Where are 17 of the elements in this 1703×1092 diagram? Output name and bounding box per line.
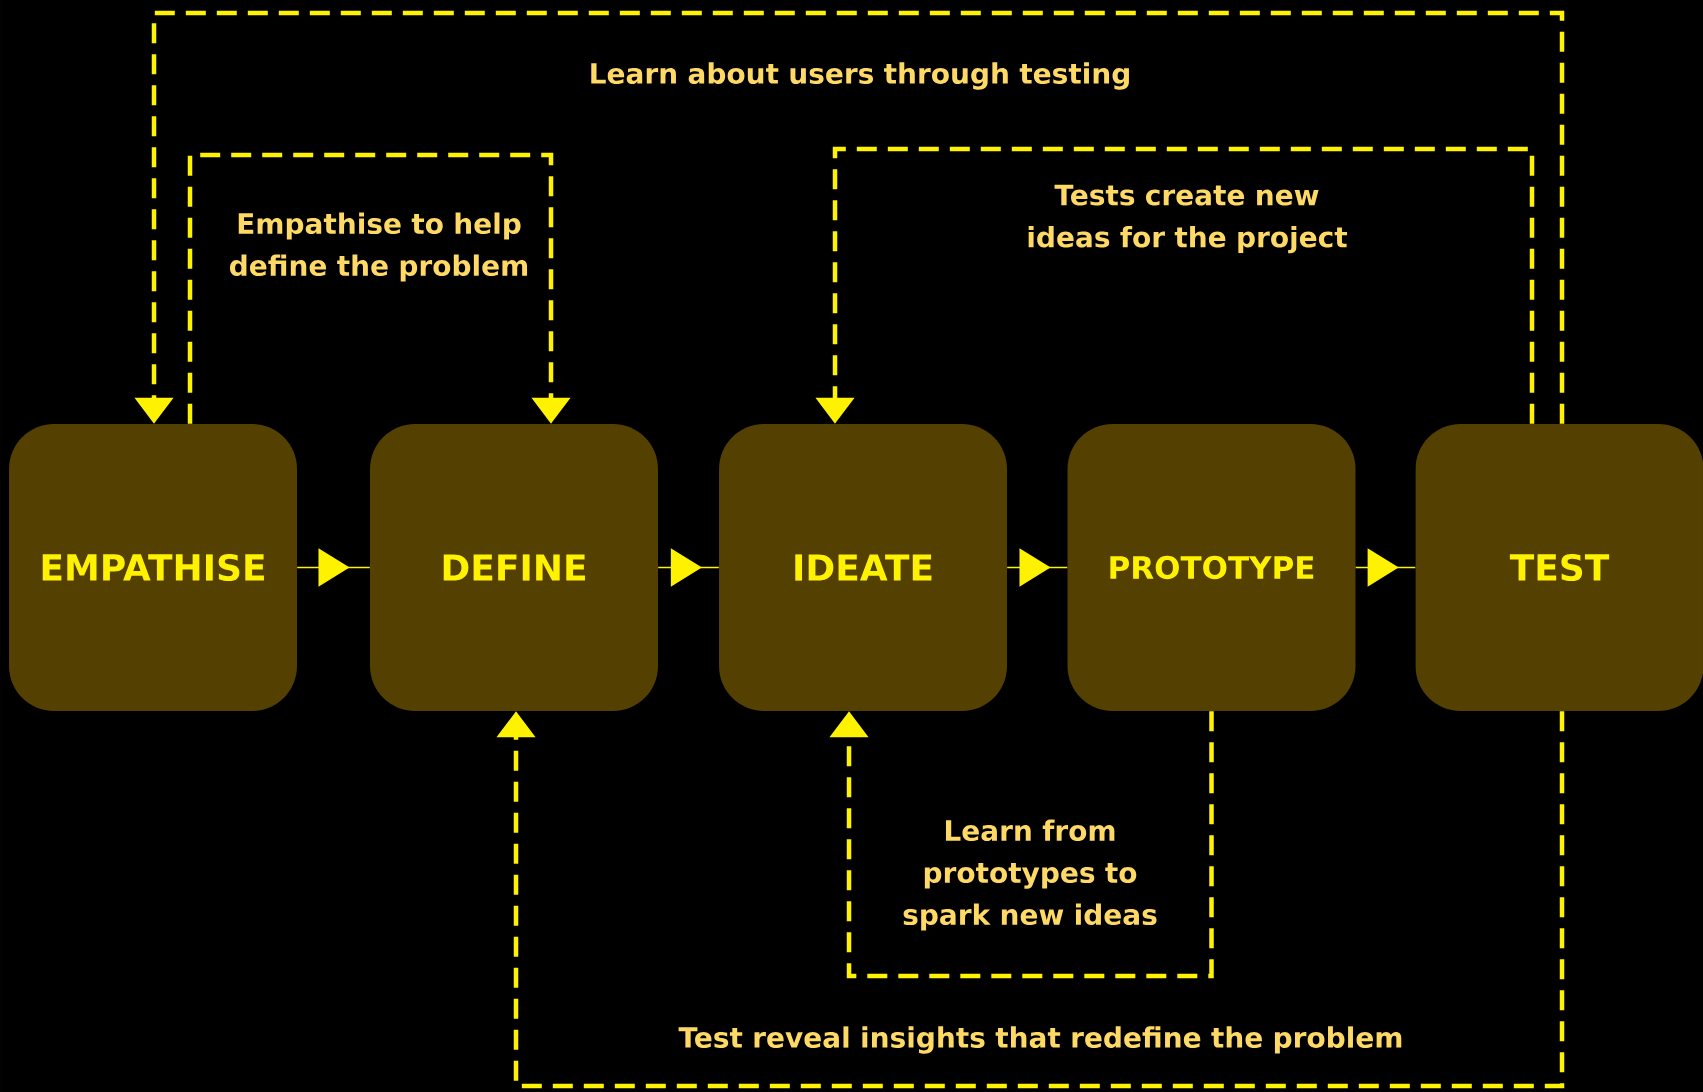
edge-label: Learn about users through testing [591,62,1129,90]
edge-label: Empathise to help define the problem [230,212,528,282]
arrow [657,548,720,587]
dashed-arrow [829,711,1214,979]
process-box: IDEATE [719,424,1007,711]
dashed-arrow [187,152,571,424]
arrow [296,548,371,587]
dashed-arrow [496,711,1565,1089]
arrow [1354,548,1417,587]
process-box: DEFINE [370,424,658,711]
arrow [1006,548,1069,587]
edge-label: Tests create new ideas for the project [1028,184,1347,254]
edge-label: Learn from prototypes to spark new ideas [903,819,1157,931]
edge-label: Test reveal insights that redefine the problem [678,1026,1402,1054]
process-box: PROTOTYPE [1067,424,1356,711]
process-box: EMPATHISE [9,424,297,711]
process-box: TEST [1415,424,1703,711]
